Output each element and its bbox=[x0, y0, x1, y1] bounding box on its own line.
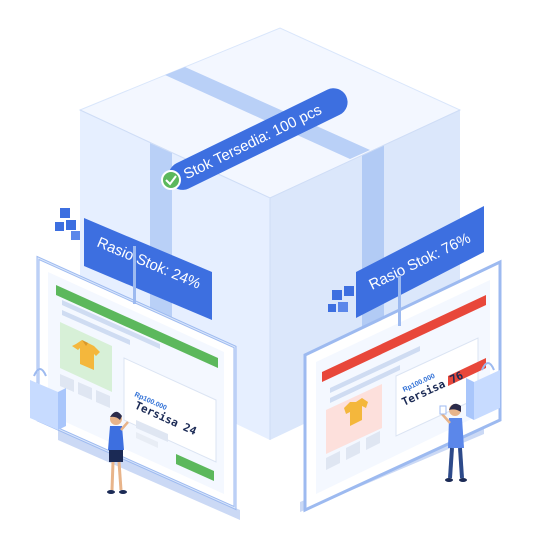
tshirt-icon bbox=[72, 340, 100, 370]
tshirt-icon bbox=[344, 398, 368, 426]
shopping-bag-icon bbox=[30, 368, 66, 430]
boxes-icon bbox=[55, 208, 80, 240]
shopping-bag-icon bbox=[466, 362, 500, 420]
right-store-screen: Rp100.000 Tersisa 76 bbox=[300, 259, 502, 513]
left-store-screen: Rp100.000 Tersisa 24 bbox=[36, 246, 240, 520]
boxes-icon bbox=[328, 286, 354, 312]
check-icon bbox=[161, 170, 181, 190]
woman-figure-left bbox=[107, 411, 129, 494]
woman-figure-right bbox=[439, 403, 467, 482]
